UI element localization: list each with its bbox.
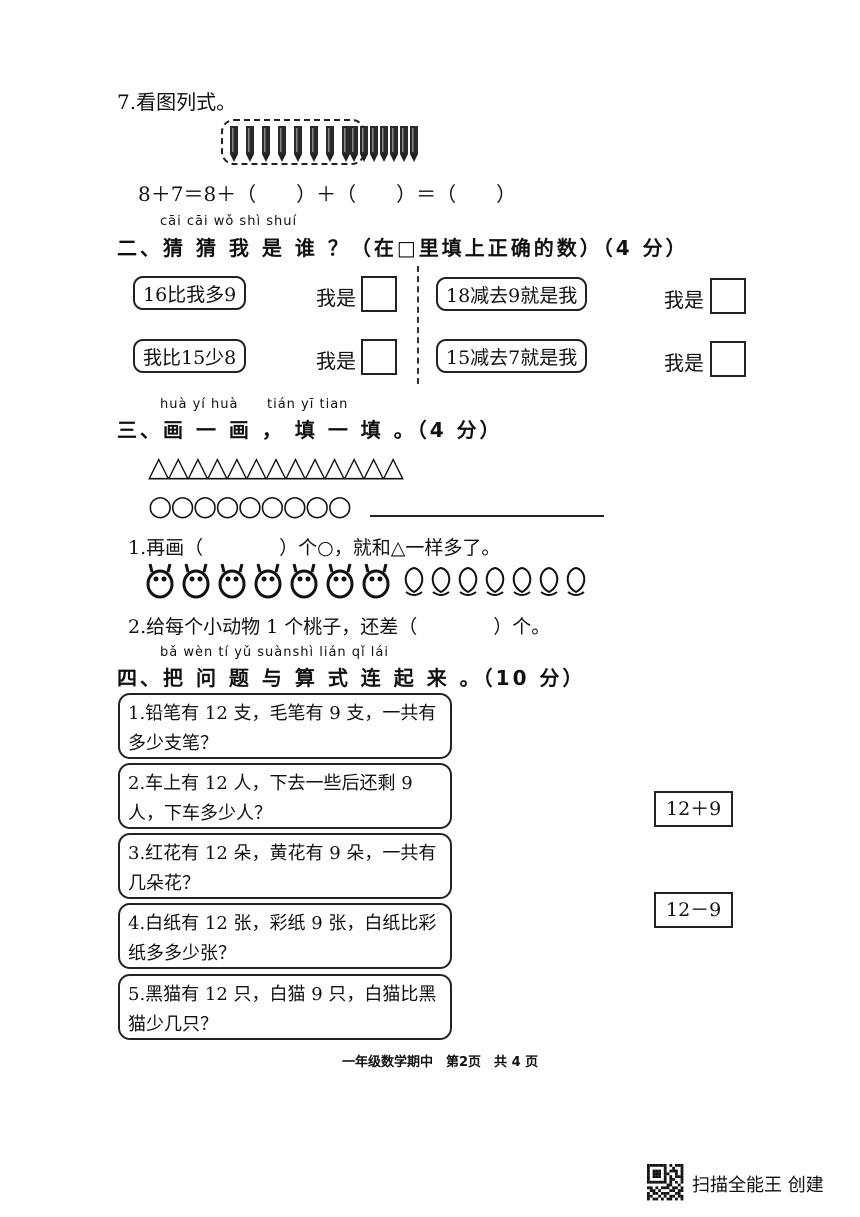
section3-q2: 2.给每个小动物 1 个桃子，还差（ ）个。: [128, 616, 551, 638]
pencil-icon: [390, 126, 398, 162]
answer-box-3[interactable]: [361, 339, 397, 375]
pencil-icon: [310, 126, 318, 162]
animal-icon: [146, 563, 174, 599]
peach-icon: [539, 566, 559, 596]
expression-box-1[interactable]: 12＋9: [654, 791, 734, 827]
page-footer: 一年级数学期中 第2页 共 4 页: [342, 1055, 539, 1070]
draw-line[interactable]: [370, 515, 604, 517]
animal-icon: [254, 563, 282, 599]
animal-icon: [182, 563, 210, 599]
peach-icon: [404, 566, 424, 596]
pencil-icon: [278, 126, 286, 162]
answer-box-4[interactable]: [710, 341, 746, 377]
circles-row: ○○○○○○○○○: [148, 489, 352, 522]
answer-box-1[interactable]: [361, 276, 397, 312]
animal-icon: [362, 563, 390, 599]
scanner-watermark: 扫描全能王 创建: [692, 1175, 824, 1196]
expression-box-2[interactable]: 12－9: [654, 892, 734, 928]
qr-code-icon: [646, 1163, 684, 1201]
answer-label-3: 我是: [316, 349, 356, 373]
section3-q1: 1.再画（ ）个○，就和△一样多了。: [128, 537, 501, 559]
animal-icon: [218, 563, 246, 599]
section3-pinyin-a: huà yí huà: [160, 397, 239, 412]
section4-pinyin: bǎ wèn tí yǔ suànshì lián qǐ lái: [160, 645, 389, 660]
answer-label-4: 我是: [664, 351, 704, 375]
clue-3: 我比15少8: [133, 339, 247, 373]
pencil-icon: [246, 126, 254, 162]
divider: [417, 266, 419, 384]
triangles-row: △△△△△△△△△△△△△: [148, 450, 404, 483]
clue-2: 18减去9就是我: [436, 277, 588, 311]
answer-box-2[interactable]: [710, 278, 746, 314]
peach-icon: [566, 566, 586, 596]
pencil-icon: [360, 126, 368, 162]
section4-title: 四、把 问 题 与 算 式 连 起 来 。（10 分）: [117, 666, 586, 690]
q7-title: 7.看图列式。: [117, 90, 237, 114]
animal-icon: [290, 563, 318, 599]
clue-1: 16比我多9: [133, 276, 247, 310]
pencil-icon: [294, 126, 302, 162]
question-box-2[interactable]: 2.车上有 12 人，下去一些后还剩 9 人，下车多少人？: [118, 763, 452, 829]
peach-icon: [458, 566, 478, 596]
question-box-4[interactable]: 4.白纸有 12 张，彩纸 9 张，白纸比彩纸多多少张？: [118, 903, 452, 969]
pencil-icon: [230, 126, 238, 162]
answer-label-1: 我是: [316, 286, 356, 310]
peach-icon: [431, 566, 451, 596]
pencils-illustration: [221, 119, 418, 165]
pencil-icon: [410, 126, 418, 162]
pencil-icon: [326, 126, 334, 162]
section2-title: 二、猜 猜 我 是 谁 ？（在□里填上正确的数）（4 分）: [117, 236, 689, 260]
question-box-1[interactable]: 1.铅笔有 12 支，毛笔有 9 支，一共有多少支笔？: [118, 693, 452, 759]
pencil-icon: [400, 126, 408, 162]
section2-pinyin: cāi cāi wǒ shì shuí: [160, 214, 298, 229]
animal-icon: [326, 563, 354, 599]
pencil-icon: [370, 126, 378, 162]
answer-label-2: 我是: [664, 288, 704, 312]
question-box-3[interactable]: 3.红花有 12 朵，黄花有 9 朵，一共有几朵花？: [118, 833, 452, 899]
animals-and-peaches-illustration: [146, 563, 586, 599]
pencil-icon: [262, 126, 270, 162]
clue-4: 15减去7就是我: [436, 339, 588, 373]
q7-equation: 8＋7＝8＋（ ）＋（ ）＝（ ）: [138, 182, 517, 206]
question-box-5[interactable]: 5.黑猫有 12 只，白猫 9 只，白猫比黑猫少几只？: [118, 974, 452, 1040]
section3-pinyin-b: tián yī tian: [267, 397, 349, 412]
pencil-icon: [380, 126, 388, 162]
pencil-icon: [350, 126, 358, 162]
peach-icon: [512, 566, 532, 596]
peach-icon: [485, 566, 505, 596]
pencil-icon: [342, 126, 350, 162]
section3-title: 三、画 一 画 ， 填 一 填 。（4 分）: [117, 418, 503, 442]
